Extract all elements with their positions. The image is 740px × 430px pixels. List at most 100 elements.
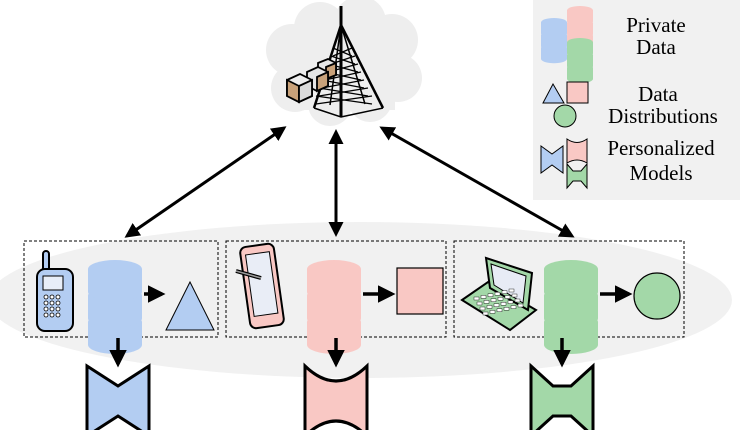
stylus-shaft — [235, 270, 262, 279]
db-top — [307, 260, 361, 279]
mobile-phone-icon — [36, 250, 74, 332]
db-segment — [541, 47, 567, 64]
phone-key — [55, 306, 61, 312]
laptop-key — [508, 288, 515, 293]
private-data-db-icon — [544, 260, 598, 354]
phone-key — [55, 300, 61, 306]
db-segment — [307, 269, 361, 302]
db-segment — [541, 22, 567, 38]
laptop-key — [517, 303, 524, 308]
phone-key — [55, 312, 61, 318]
laptop-key — [489, 310, 496, 314]
tablet-stylus-icon — [235, 242, 285, 330]
laptop-key — [511, 293, 518, 298]
cloud-icon — [266, 0, 422, 126]
legend-model-green — [566, 162, 588, 190]
laptop-key — [487, 293, 494, 297]
laptop-key — [480, 295, 487, 299]
legend-db-blue — [541, 18, 567, 64]
legend-triangle — [542, 82, 565, 104]
laptop-key — [514, 298, 521, 303]
personalized-model-red — [303, 362, 369, 430]
distribution-circle — [633, 272, 681, 320]
phone-key — [43, 306, 49, 312]
laptop-key — [476, 301, 483, 306]
laptop-key — [510, 305, 517, 309]
db-segment — [567, 23, 593, 39]
phone-key — [43, 294, 49, 300]
laptop-key — [483, 300, 490, 304]
db-segment — [544, 322, 598, 354]
distribution-square — [396, 267, 444, 315]
legend: Private Data Data Distributions Personal… — [533, 0, 740, 200]
db-top — [88, 260, 142, 279]
laptop-key — [496, 308, 503, 312]
laptop-icon — [460, 256, 538, 332]
db-segment — [88, 322, 142, 354]
laptop-key — [486, 305, 493, 309]
laptop-key — [493, 303, 500, 307]
db-segment — [567, 42, 593, 58]
laptop-key — [490, 298, 497, 302]
legend-circle — [553, 104, 577, 128]
phone-screen — [42, 275, 64, 291]
client-tablet — [225, 240, 447, 430]
legend-label-models-line2: Models — [630, 161, 693, 185]
arrow-server-phone — [124, 126, 287, 238]
phone-key — [49, 294, 55, 300]
private-data-db-icon — [88, 260, 142, 354]
package-boxes-icon — [286, 58, 337, 104]
db-segment — [307, 322, 361, 354]
db-segment — [307, 295, 361, 328]
db-segment — [567, 10, 593, 26]
legend-label-models-line1: Personalized — [607, 136, 715, 160]
laptop-key — [473, 296, 480, 301]
legend-label-distributions-line1: Data — [638, 82, 678, 106]
legend-label-private-line1: Private — [626, 13, 685, 37]
db-segment — [88, 295, 142, 328]
distribution-triangle — [165, 280, 215, 331]
arrow-server-laptop — [379, 126, 575, 238]
db-segment — [544, 269, 598, 302]
legend-db-green — [567, 38, 593, 84]
laptop-key — [497, 297, 504, 301]
personalized-models-legend-icon — [540, 138, 588, 190]
laptop-key — [504, 295, 511, 299]
laptop-key — [494, 292, 501, 296]
laptop-key — [507, 300, 514, 304]
personalized-model-green — [529, 362, 595, 430]
phone-key — [43, 312, 49, 318]
db-segment — [544, 295, 598, 328]
laptop-key — [500, 302, 507, 306]
legend-label-distributions-line2: Distributions — [608, 104, 718, 128]
laptop-key — [479, 306, 486, 311]
private-data-db-icon — [307, 260, 361, 354]
legend-label-private-line2: Data — [636, 35, 676, 59]
tablet-screen — [244, 251, 279, 317]
laptop-key — [501, 290, 508, 294]
db-top — [567, 6, 593, 15]
db-segment — [541, 35, 567, 51]
laptop-key — [503, 307, 510, 311]
data-distributions-legend-icon — [542, 81, 589, 128]
db-top — [544, 260, 598, 279]
client-laptop — [453, 240, 685, 430]
phone-key — [55, 294, 61, 300]
phone-key — [43, 300, 49, 306]
private-data-legend-icon — [541, 6, 593, 84]
personalized-model-blue — [85, 363, 151, 430]
db-segment — [567, 55, 593, 71]
laptop-screen — [490, 263, 527, 304]
client-phone — [23, 240, 219, 430]
phone-key — [49, 306, 55, 312]
phone-key — [49, 300, 55, 306]
legend-model-blue — [540, 145, 564, 174]
legend-model-red — [566, 138, 588, 164]
db-top — [541, 18, 567, 27]
phone-key — [49, 312, 55, 318]
legend-square — [566, 81, 589, 104]
db-top — [567, 38, 593, 47]
laptop-key — [482, 311, 489, 316]
db-segment — [567, 67, 593, 84]
